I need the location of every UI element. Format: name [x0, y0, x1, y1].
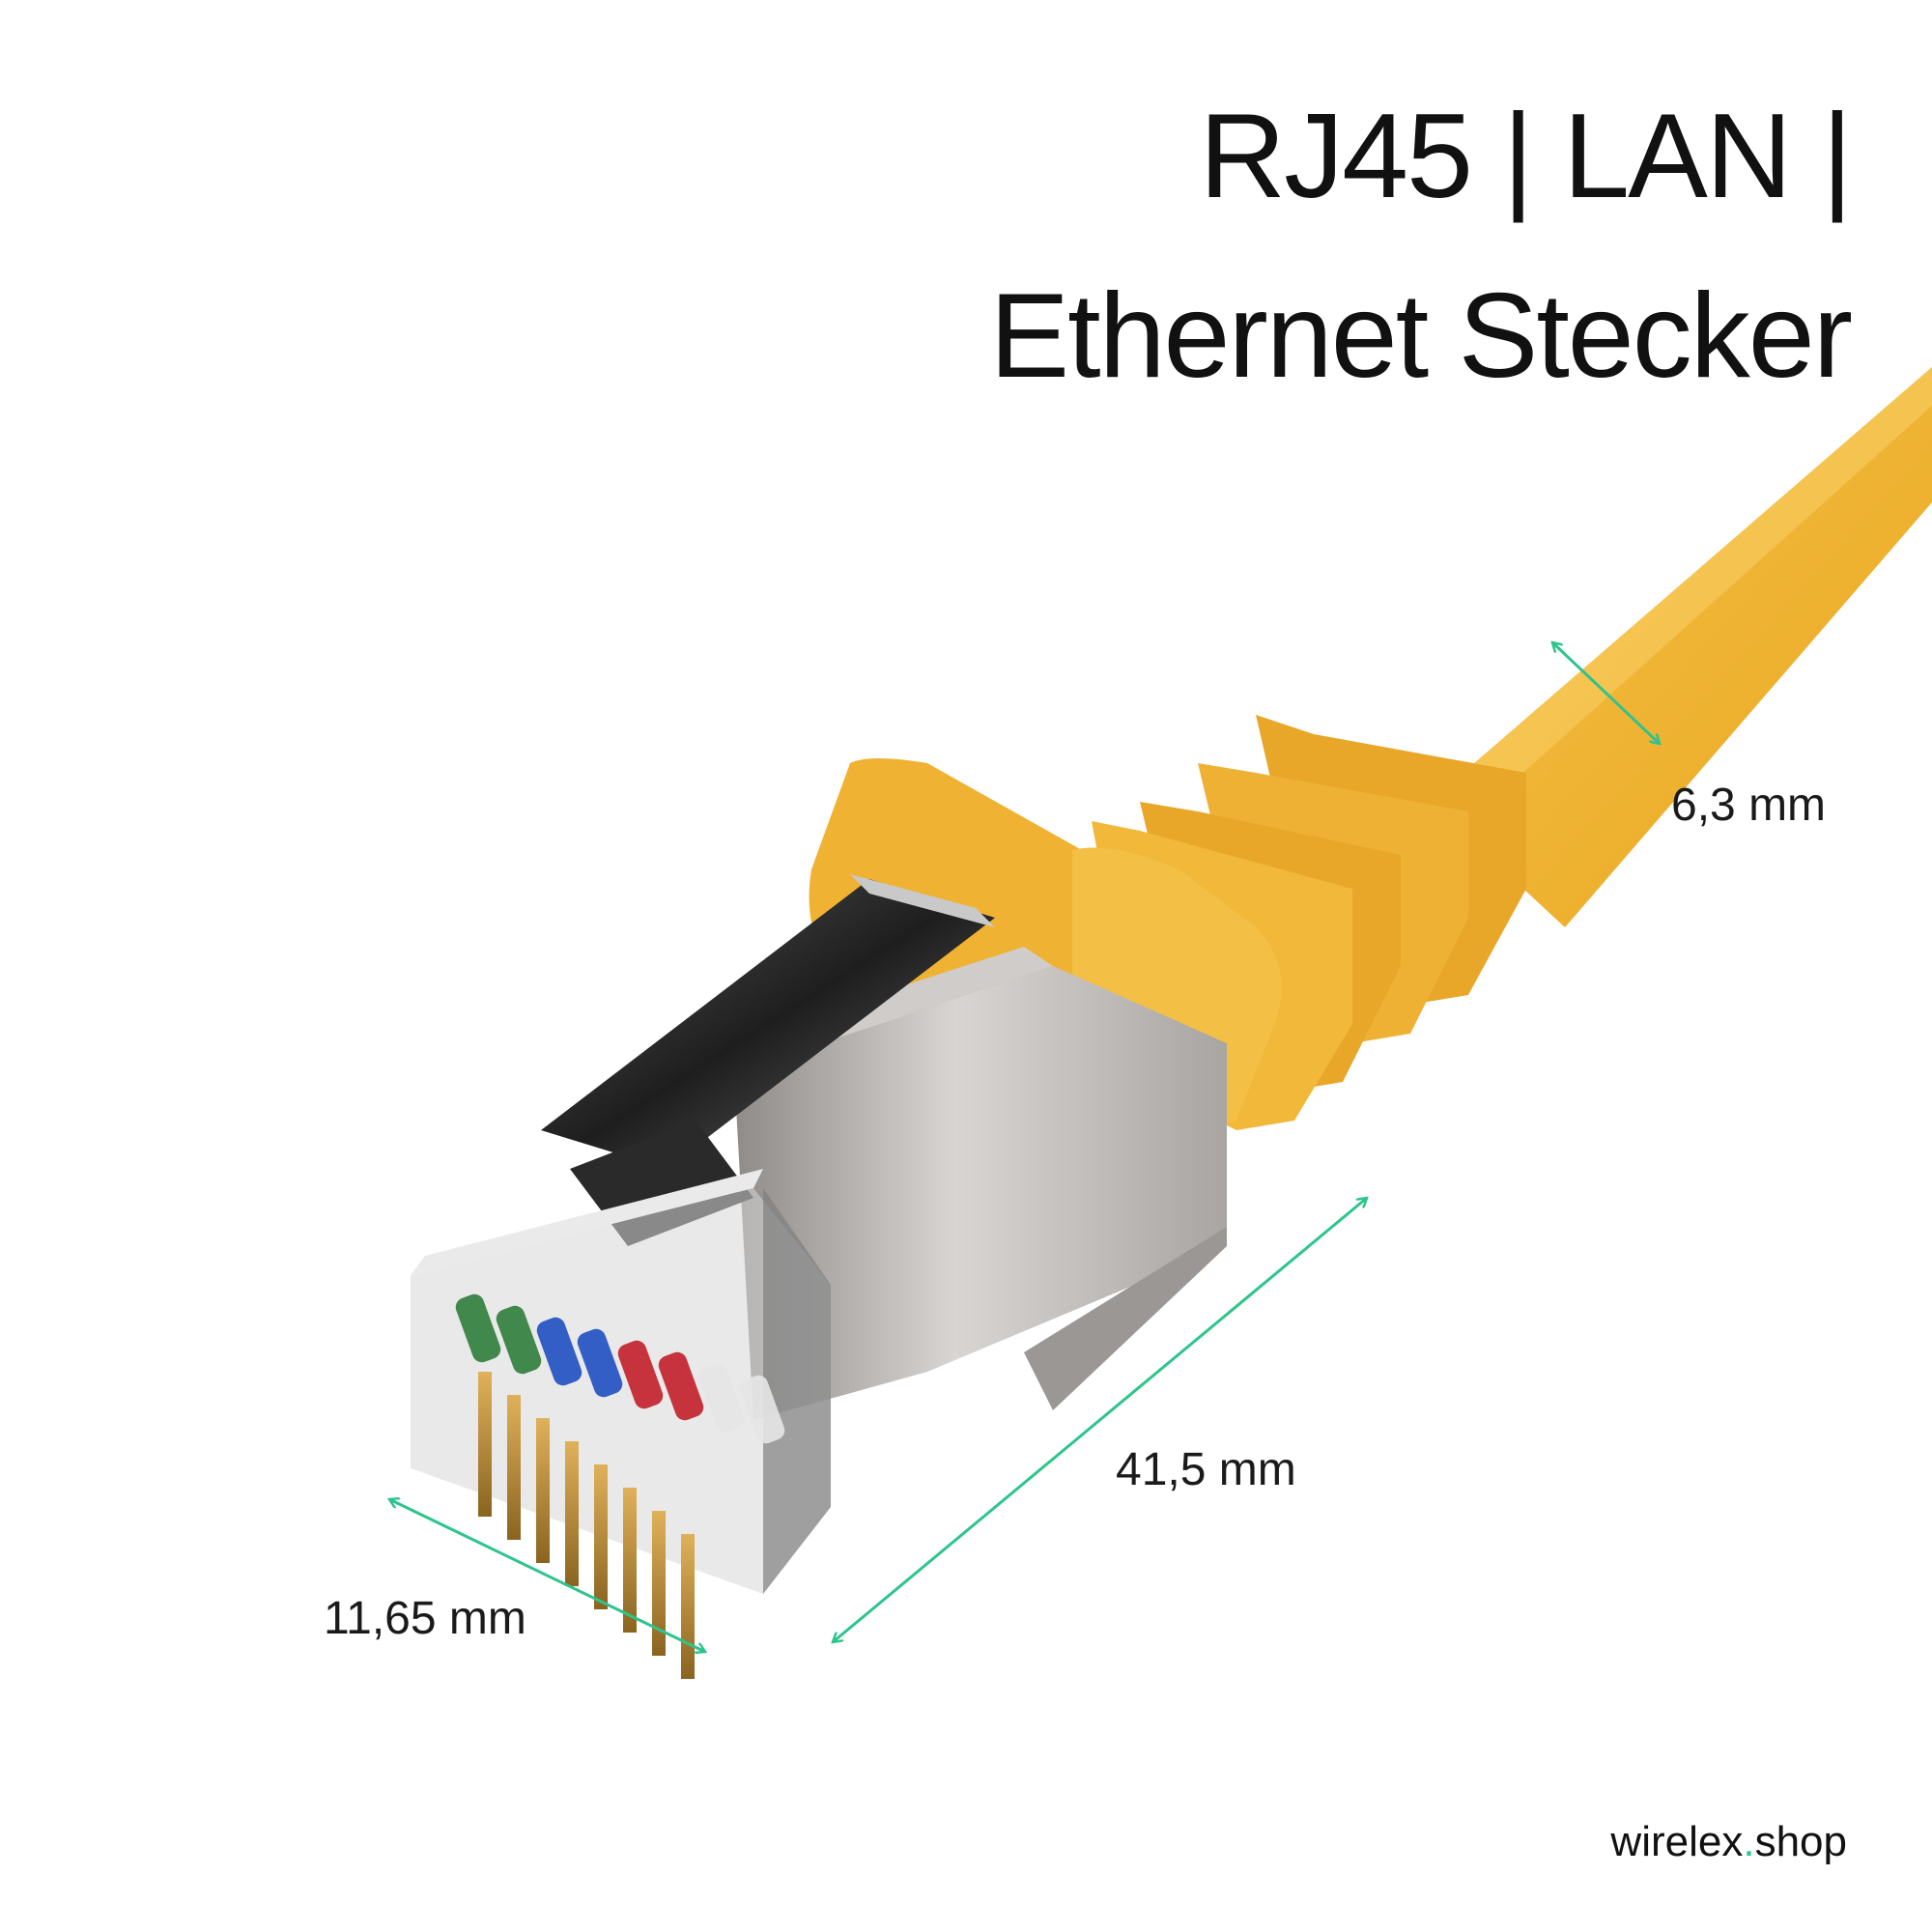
plug-length-arrow: [833, 1198, 1367, 1642]
wire: [739, 1375, 785, 1444]
gold-contact: [681, 1534, 695, 1679]
cable-diameter-arrow: [1552, 642, 1660, 744]
wire: [698, 1363, 745, 1433]
wire: [496, 1305, 542, 1375]
wire-bundle: [455, 1293, 785, 1444]
plug-width-arrow: [389, 1499, 705, 1652]
gold-contact: [507, 1395, 521, 1540]
gold-contact: [536, 1418, 550, 1563]
gold-contact: [565, 1441, 579, 1586]
brand-dot: .: [1743, 1818, 1755, 1865]
cable-diameter-label: 6,3 mm: [1671, 780, 1827, 831]
brand-suffix: shop: [1754, 1818, 1847, 1865]
gold-contact: [623, 1488, 637, 1633]
brand-logo: wirelex.shop: [1610, 1821, 1847, 1863]
plug-length-label: 41,5 mm: [1116, 1444, 1296, 1495]
brand-name: wirelex: [1610, 1818, 1744, 1865]
wire: [617, 1340, 664, 1409]
wire: [577, 1328, 623, 1398]
gold-contact: [478, 1372, 492, 1517]
title-line-2: Ethernet Stecker: [989, 270, 1853, 403]
wire: [658, 1351, 704, 1421]
gold-contact: [652, 1511, 666, 1656]
title-line-1: RJ45 | LAN |: [1199, 90, 1853, 223]
plug-width-label: 11,65 mm: [324, 1593, 526, 1644]
wire: [536, 1317, 582, 1386]
wire: [455, 1293, 501, 1363]
gold-contact: [594, 1464, 608, 1609]
